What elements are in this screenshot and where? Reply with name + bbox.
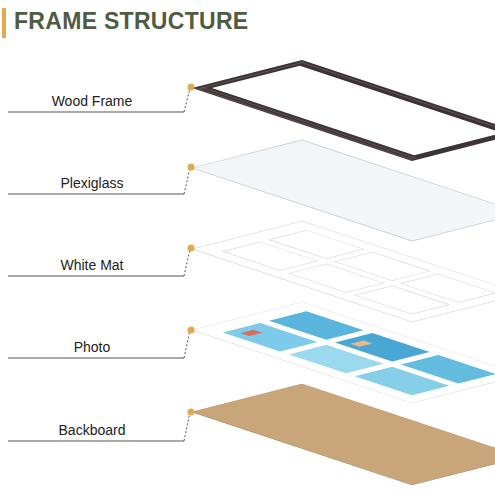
part-label: Wood Frame	[50, 93, 135, 109]
accent-bar	[2, 8, 6, 38]
part-label: White Mat	[58, 257, 125, 273]
part-label: Plexiglass	[58, 175, 125, 191]
diagram-title: FRAME STRUCTURE	[14, 8, 249, 35]
mat-layer	[192, 221, 495, 322]
photo-layer	[192, 302, 495, 403]
part-label: Backboard	[57, 422, 128, 438]
wood-frame-layer	[192, 60, 495, 161]
backboard-layer	[192, 384, 495, 485]
plexiglass-layer	[192, 140, 495, 241]
leader-lines	[8, 88, 190, 441]
part-label: Photo	[72, 339, 113, 355]
leader-dots	[188, 84, 195, 416]
